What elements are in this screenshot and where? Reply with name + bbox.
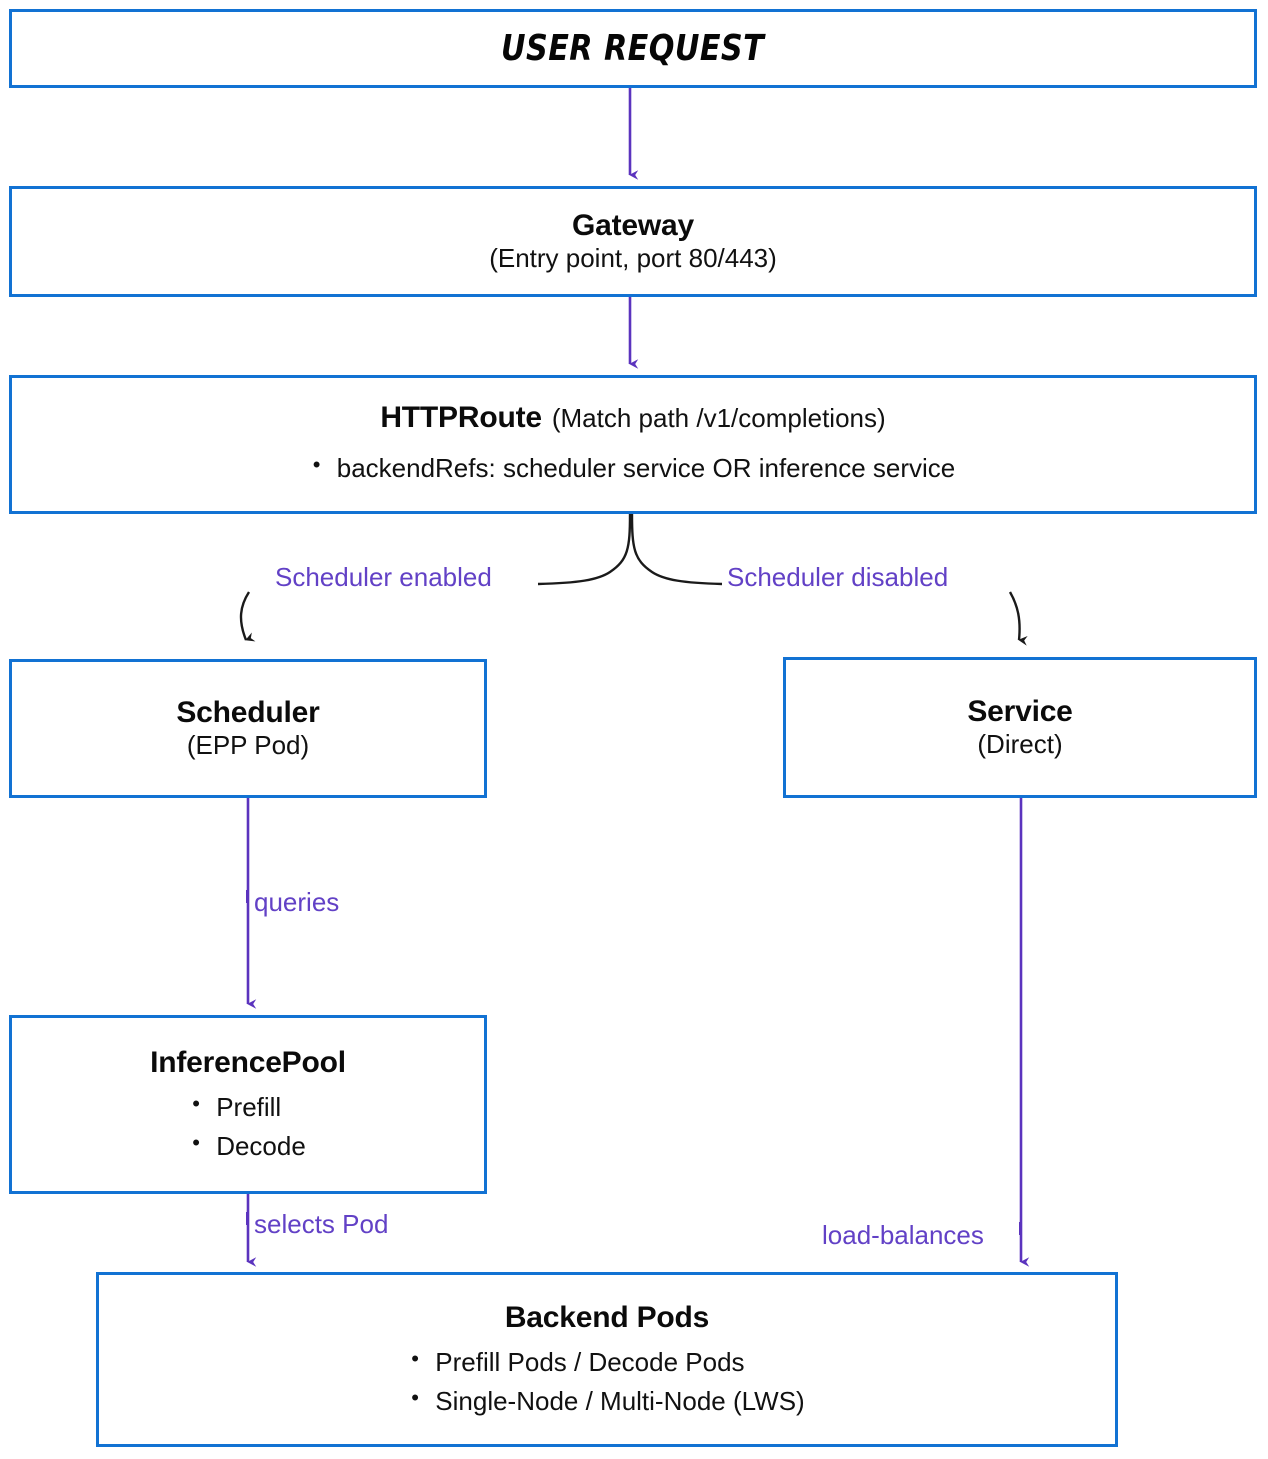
backend-pods-bullets: Prefill Pods / Decode Pods Single-Node /…: [409, 1342, 804, 1422]
gateway-title: Gateway: [572, 209, 694, 243]
node-gateway[interactable]: Gateway (Entry point, port 80/443): [9, 186, 1257, 297]
httproute-bullets: backendRefs: scheduler service OR infere…: [311, 448, 956, 489]
gateway-subtitle: (Entry point, port 80/443): [489, 242, 777, 273]
httproute-subtitle: (Match path /v1/completions): [551, 402, 886, 433]
queries-tick: [246, 890, 248, 903]
selects-pod-tick: [246, 1212, 248, 1225]
scheduler-title: Scheduler: [176, 696, 320, 730]
node-httproute[interactable]: HTTPRoute (Match path /v1/completions) b…: [9, 375, 1257, 514]
httproute-title: HTTPRoute: [380, 400, 542, 434]
edge-label-scheduler-disabled: Scheduler disabled: [727, 562, 949, 592]
edge-branch-stem: [537, 513, 632, 586]
scheduler-subtitle: (EPP Pod): [186, 729, 310, 760]
user-request-banner: USER REQUEST: [501, 28, 765, 69]
list-item: Prefill: [190, 1087, 306, 1128]
node-service[interactable]: Service (Direct): [783, 657, 1257, 798]
edge-label-load-balances: load-balances: [822, 1220, 984, 1250]
list-item: Prefill Pods / Decode Pods: [409, 1342, 804, 1383]
inferencepool-bullets: Prefill Decode: [190, 1087, 306, 1167]
node-user-request[interactable]: USER REQUEST: [9, 9, 1257, 88]
edge-label-selects-pod: selects Pod: [254, 1209, 389, 1239]
node-backend-pods[interactable]: Backend Pods Prefill Pods / Decode Pods …: [96, 1272, 1118, 1447]
node-inferencepool[interactable]: InferencePool Prefill Decode: [9, 1015, 487, 1194]
edge-branch-to-scheduler: [239, 591, 256, 642]
list-item: Decode: [190, 1126, 306, 1167]
list-item: backendRefs: scheduler service OR infere…: [311, 448, 956, 489]
list-item: Single-Node / Multi-Node (LWS): [409, 1381, 804, 1422]
edge-branch-stem-right: [630, 513, 723, 586]
service-subtitle: (Direct): [977, 728, 1063, 759]
edge-label-queries: queries: [254, 887, 340, 917]
backend-pods-title: Backend Pods: [504, 1301, 710, 1334]
node-scheduler[interactable]: Scheduler (EPP Pod): [9, 659, 487, 798]
load-balances-tick: [1019, 1222, 1021, 1235]
service-title: Service: [967, 695, 1073, 729]
edge-branch-to-service: [1008, 591, 1028, 646]
edge-label-scheduler-enabled: Scheduler enabled: [275, 562, 492, 592]
inferencepool-title: InferencePool: [150, 1046, 346, 1079]
httproute-headline: HTTPRoute (Match path /v1/completions): [380, 401, 885, 435]
